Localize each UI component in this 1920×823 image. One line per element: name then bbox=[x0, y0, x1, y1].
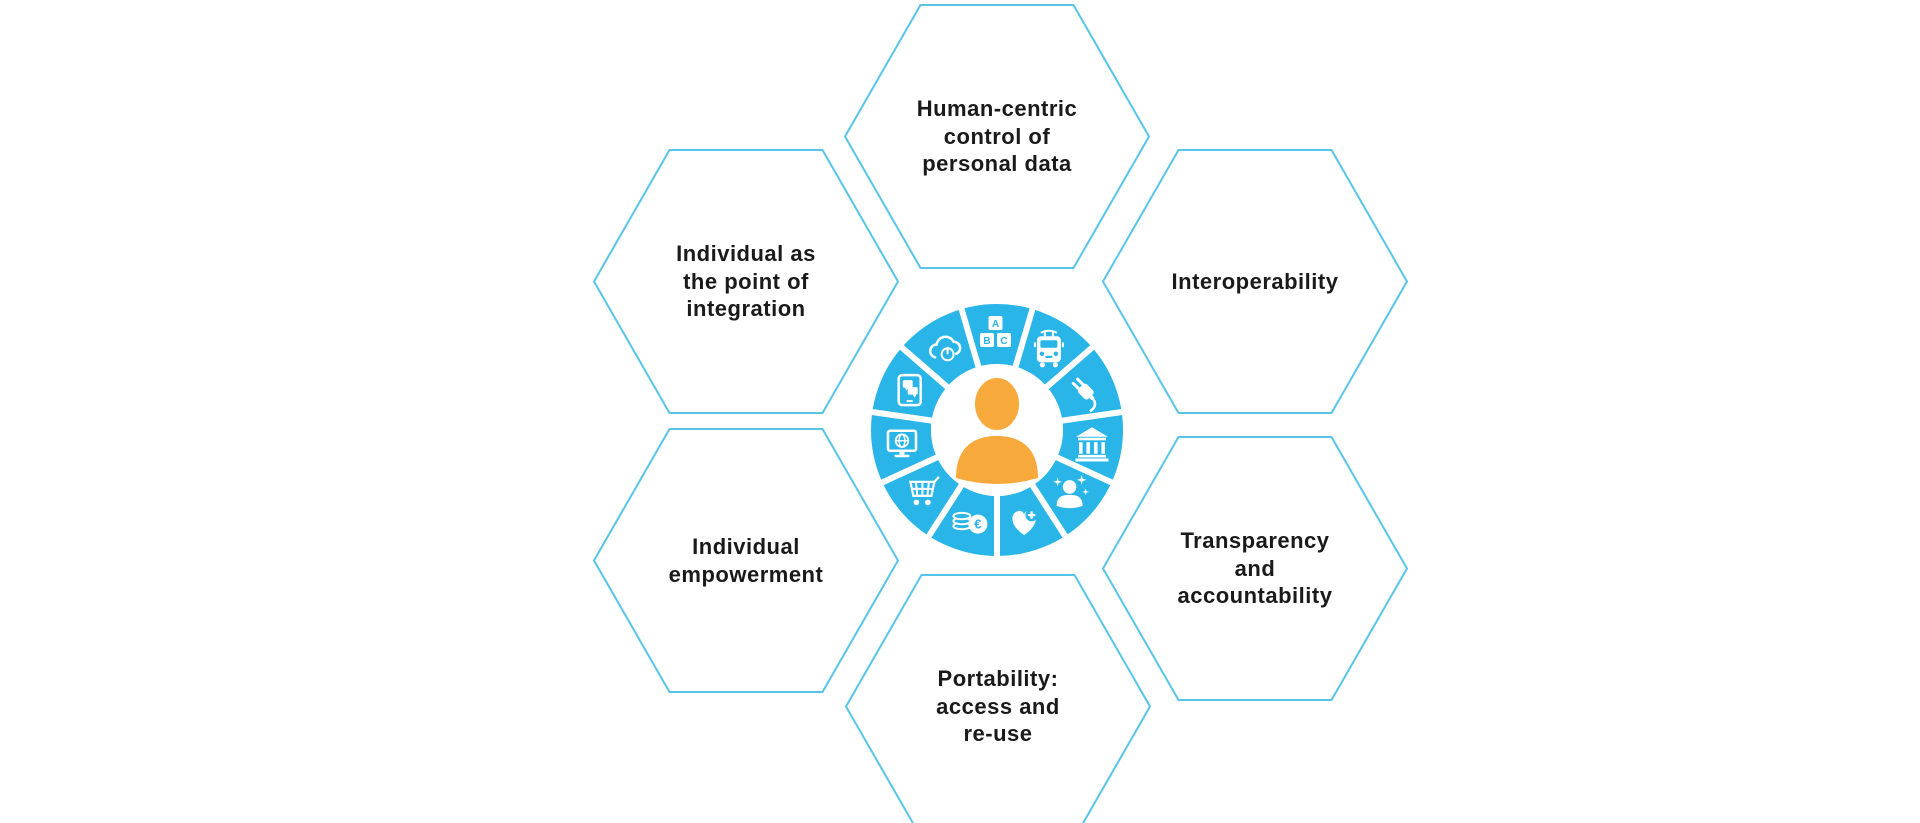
tram-icon bbox=[1033, 329, 1064, 368]
hexagon-outline bbox=[1102, 149, 1408, 414]
hexagon-outline bbox=[845, 574, 1151, 823]
hexagon-portability: Portability: access and re-use bbox=[845, 574, 1151, 823]
hexagon-outline bbox=[593, 428, 899, 693]
hexagon-human-centric: Human-centric control of personal data bbox=[844, 4, 1150, 269]
health-heart-icon bbox=[1012, 508, 1038, 536]
block-letter-c: C bbox=[1000, 336, 1007, 347]
hexagon-label-human-centric: Human-centric control of personal data bbox=[916, 95, 1078, 177]
hexagon-label-portability: Portability: access and re-use bbox=[936, 665, 1060, 747]
euro-symbol: € bbox=[974, 517, 981, 532]
person-icon bbox=[956, 374, 1038, 484]
hexagon-individual-empowerment: Individual empowerment bbox=[593, 428, 899, 693]
shopping-cart-icon bbox=[909, 476, 940, 506]
bank-icon bbox=[1075, 427, 1109, 462]
power-plug-icon bbox=[1071, 377, 1097, 413]
block-letter-b: B bbox=[983, 336, 990, 347]
web-monitor-icon bbox=[886, 429, 918, 458]
hexagon-label-point-of-integration: Individual as the point of integration bbox=[676, 240, 816, 322]
tablet-chat-icon bbox=[897, 373, 922, 407]
abc-blocks-icon: A B C bbox=[980, 316, 1011, 347]
hexagon-point-of-integration: Individual as the point of integration bbox=[593, 149, 899, 414]
hexagon-outline bbox=[1102, 436, 1408, 701]
data-wheel: A B C bbox=[868, 304, 1126, 559]
block-letter-a: A bbox=[992, 319, 999, 330]
euro-coins-icon: € bbox=[952, 511, 988, 534]
cloud-power-icon bbox=[928, 335, 962, 362]
hexagon-interoperability: Interoperability bbox=[1102, 149, 1408, 414]
hexagon-transparency-accountability: Transparency and accountability bbox=[1102, 436, 1408, 701]
hexagon-outline bbox=[593, 149, 899, 414]
hexagon-outline bbox=[844, 4, 1150, 269]
person-stars-icon bbox=[1053, 474, 1090, 509]
hexagon-label-interoperability: Interoperability bbox=[1171, 268, 1339, 294]
hexagon-label-transparency-accountability: Transparency and accountability bbox=[1177, 527, 1333, 609]
hexagon-label-individual-empowerment: Individual empowerment bbox=[668, 533, 824, 587]
